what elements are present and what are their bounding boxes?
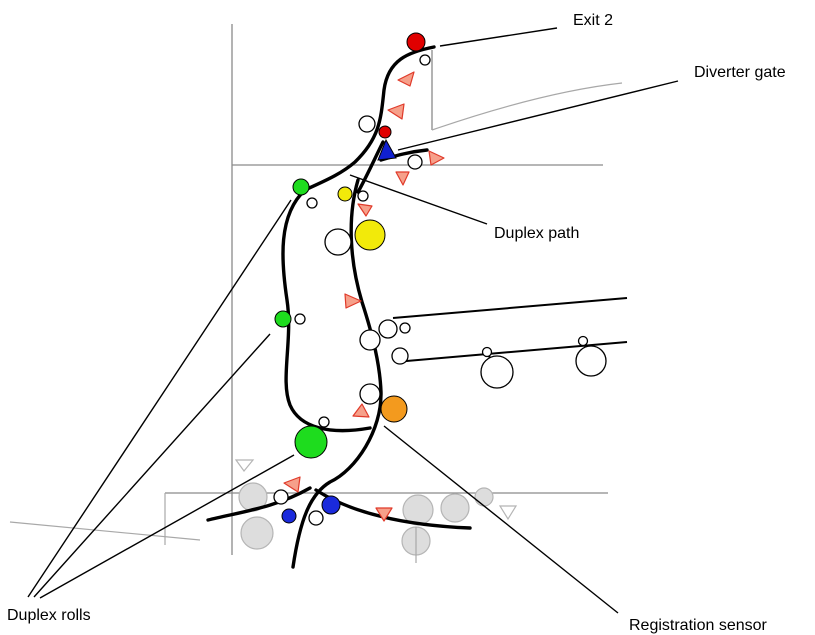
diverter-link [356, 140, 385, 194]
exit-path [303, 45, 436, 192]
ghost-arrow [234, 459, 255, 472]
background-rolls [234, 459, 518, 563]
feed-roll-blue-small [281, 508, 297, 524]
direction-arrow [395, 171, 410, 186]
diverter-gate-shape [377, 138, 397, 161]
callout-labels: Exit 2 Diverter gate Duplex path Duplex … [7, 12, 786, 634]
idler-roll [359, 383, 381, 405]
main-path [291, 178, 383, 569]
idler-roll [419, 54, 431, 66]
direction-arrow [357, 203, 373, 217]
diverter-gate-leader [397, 80, 679, 151]
exit-2-label: Exit 2 [573, 12, 613, 29]
duplex-path-label: Duplex path [494, 225, 579, 242]
duplex-roll-middle [274, 310, 292, 328]
colored-rolls [274, 32, 426, 524]
tray-idler [481, 346, 493, 358]
duplex-rolls-leader-lower [39, 454, 295, 599]
direction-arrows [283, 71, 445, 522]
ghost-roll [440, 493, 470, 523]
exit2-leader [439, 27, 558, 47]
ghost-roll [240, 516, 274, 550]
idler-roll [308, 510, 324, 526]
direction-arrow [352, 403, 370, 418]
direction-arrow [375, 507, 393, 522]
tray-roll [480, 355, 514, 389]
idler-roll [358, 115, 376, 133]
paper-paths [206, 45, 472, 569]
duplex-roll-lower [294, 425, 328, 459]
direction-arrow [283, 476, 301, 493]
lower-left-path [206, 486, 312, 522]
idler-roll [318, 416, 330, 428]
machine-frame [9, 24, 623, 555]
registration-sensor-label: Registration sensor [629, 617, 768, 634]
ghost-roll [474, 487, 494, 507]
yellow-sensor-small [337, 186, 353, 202]
idler-roll [273, 489, 289, 505]
idler-roll [294, 313, 306, 325]
duplex-path-curve [281, 188, 372, 433]
idler-roll [306, 197, 318, 209]
duplex-rolls-leader-middle [33, 333, 271, 598]
leader-lines [27, 27, 679, 614]
duplex-rolls-leader-upper [27, 199, 292, 598]
idler-roll [407, 154, 423, 170]
exit-roll-small [378, 125, 392, 139]
idler-roll [359, 329, 381, 351]
diverter-gate-label: Diverter gate [694, 64, 786, 81]
duplex-path-leader [349, 174, 488, 225]
idler-roll [357, 190, 369, 202]
duplex-roll-upper [292, 178, 310, 196]
direction-arrow [397, 71, 415, 87]
direction-arrow [428, 150, 445, 166]
idler-roll [399, 322, 411, 334]
idler-roll [378, 319, 398, 339]
ghost-arrow [498, 505, 518, 521]
yellow-roll [354, 219, 386, 251]
direction-arrow [344, 293, 362, 309]
registration-sensor-leader [383, 425, 619, 614]
idler-roll [324, 228, 352, 256]
idler-rolls [273, 54, 431, 526]
lower-tray-line [9, 521, 201, 541]
direction-arrow [387, 103, 405, 120]
tray-roll [575, 345, 607, 377]
tray-idler [577, 335, 589, 347]
tray-top-line [392, 297, 628, 319]
registration-sensor-roll [380, 395, 408, 423]
exit-2-roll [406, 32, 426, 52]
exit-tray [431, 82, 623, 131]
duplex-rolls-label: Duplex rolls [7, 607, 91, 624]
side-feed-tray [392, 297, 628, 389]
feed-roll-blue [321, 495, 341, 515]
idler-roll [391, 347, 409, 365]
tray-bottom-line [394, 341, 628, 363]
